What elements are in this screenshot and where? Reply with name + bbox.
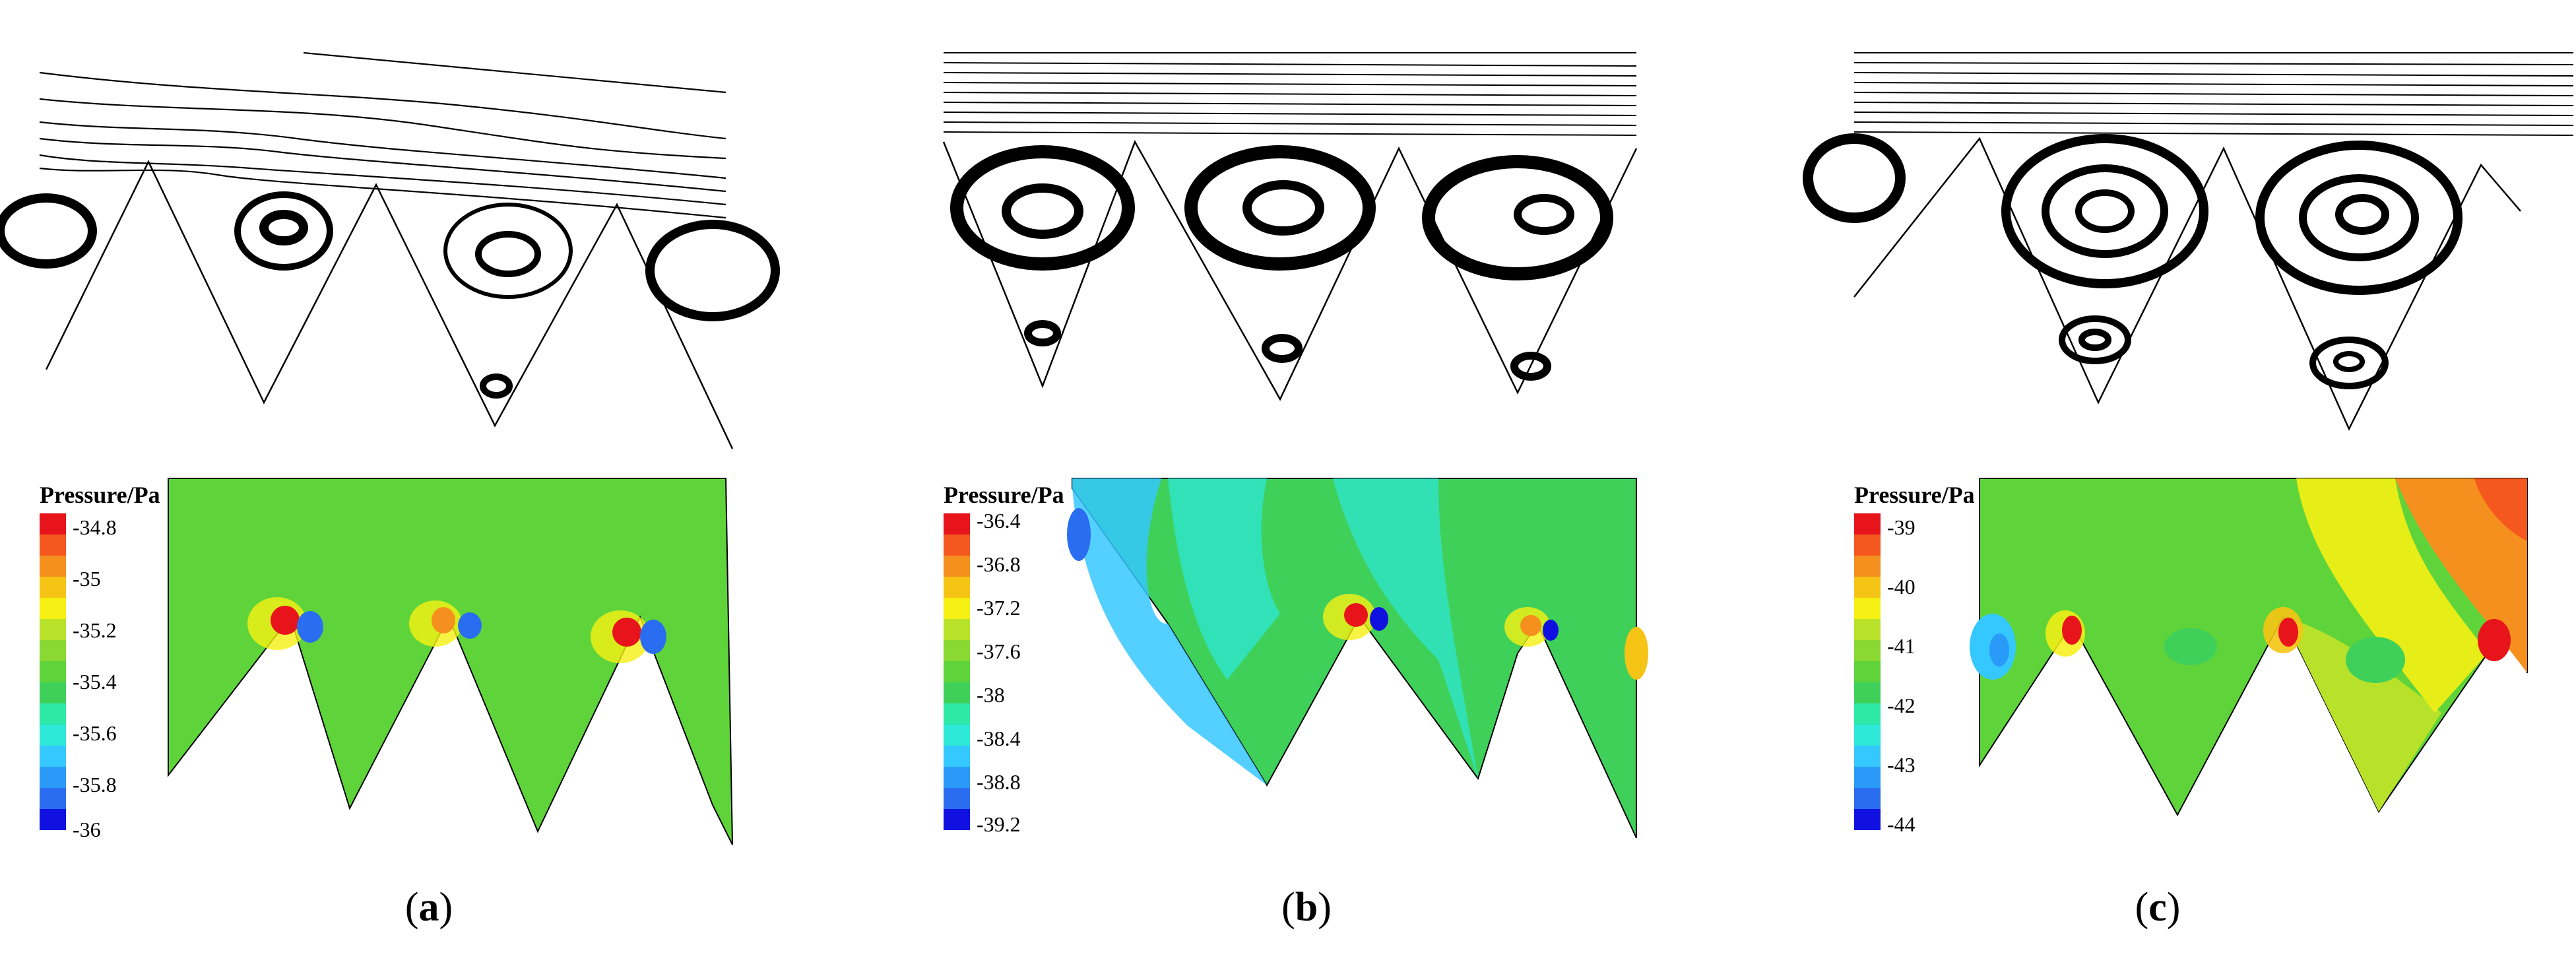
colorbar-tick: -36 [73,818,101,841]
pressure-regions [1067,478,1648,785]
colorbar-tick: -42 [1887,694,1916,717]
streamline [39,71,726,140]
vortex [2042,164,2168,258]
contour-domain [168,478,733,845]
colorbar-tick: -37.2 [977,596,1021,620]
pressure-spots [247,597,666,663]
caption-close: ) [439,885,453,930]
colorbar-c [1854,513,1881,830]
caption-close: ) [2166,885,2181,930]
caption-open: ( [404,885,419,930]
streamline [39,167,726,219]
colorbar-tick: -36.8 [977,552,1021,576]
streamline-plot-a [0,51,780,449]
colorbar-tick: -41 [1887,634,1916,658]
colorbar-tick: -35.8 [73,773,117,796]
colorbar-tick: -40 [1887,575,1916,598]
colorbar-tick: -38.4 [977,727,1021,750]
vortex [1422,155,1613,280]
groove-outline [942,140,1638,401]
colorbar-title: Pressure/Pa [1854,482,1975,508]
caption-open: ( [2135,885,2149,930]
vortex [1510,352,1551,381]
panel-b: Pressure/Pa -36.4 -36.8 -37.2 [858,0,1716,970]
pressure-contour-a: Pressure/Pa -34.8 -35 -35.2 [40,478,733,845]
pressure-contour-b: Pressure/Pa -36.4 -36.8 -37.2 [944,478,1648,839]
vortex [2299,174,2419,261]
colorbar-a [40,513,66,830]
caption-letter: a [418,885,439,930]
caption-open: ( [1281,885,1295,930]
streamline [39,98,726,160]
vortex [2335,194,2389,235]
vortex [950,145,1135,271]
vortex [259,210,308,245]
vortex [1184,145,1376,271]
vortex [1024,320,1061,346]
panel-caption-b: (b) [1208,884,1405,931]
pressure-regions [1970,478,2527,812]
vortex [0,193,97,269]
caption-letter: c [2148,885,2167,930]
vortex [1803,133,1906,223]
panel-c: Pressure/Pa -39 -40 -41 -42 [1716,0,2573,970]
vortex [2075,189,2135,233]
vortex [475,231,541,277]
vortex [1242,180,1324,236]
caption-letter: b [1295,885,1318,930]
caption-close: ) [1318,885,1332,930]
vortex [443,203,573,299]
pressure-contour-c: Pressure/Pa -39 -40 -41 -42 [1854,478,2528,836]
vortex [1002,183,1083,239]
colorbar-tick: -35.4 [73,670,117,694]
vortex [234,191,333,271]
colorbar-tick: -35.6 [73,721,117,745]
colorbar-tick: -34.8 [73,515,117,539]
colorbar-tick: -39 [1887,515,1916,539]
streamline [39,121,726,179]
vortex [2059,315,2131,364]
colorbar-tick: -35 [73,567,101,591]
panel-caption-a: (a) [330,884,528,931]
streamline [39,154,726,206]
colorbar-tick: -39.2 [977,812,1021,836]
vortex [2255,141,2463,295]
vortex [645,220,780,321]
colorbar-title: Pressure/Pa [944,482,1064,508]
colorbar-tick: -44 [1887,812,1916,836]
streamline [303,51,726,94]
streamline-plot-b [942,52,1638,401]
streamline-plot-c [1803,52,2573,431]
colorbar-tick: -38.8 [977,770,1021,794]
colorbar-tick: -38 [977,683,1005,707]
vortex [2309,337,2389,389]
vortex [1262,334,1303,363]
colorbar-b [944,513,970,830]
groove-outline [1853,137,2521,431]
colorbar-tick: -37.6 [977,639,1021,663]
vortex [2001,134,2208,288]
groove-outline [45,160,734,449]
vortex [1514,194,1574,235]
vortex [2333,351,2365,372]
vortex [2078,329,2111,351]
streamline [39,137,726,193]
colorbar-tick: -35.2 [73,618,117,642]
colorbar-tick: -36.4 [977,509,1021,533]
colorbar-tick: -43 [1887,753,1916,777]
colorbar-title: Pressure/Pa [40,482,160,508]
panel-caption-c: (c) [2059,884,2257,931]
vortex [480,373,513,399]
panel-a: Pressure/Pa -34.8 -35 -35.2 [0,0,858,970]
